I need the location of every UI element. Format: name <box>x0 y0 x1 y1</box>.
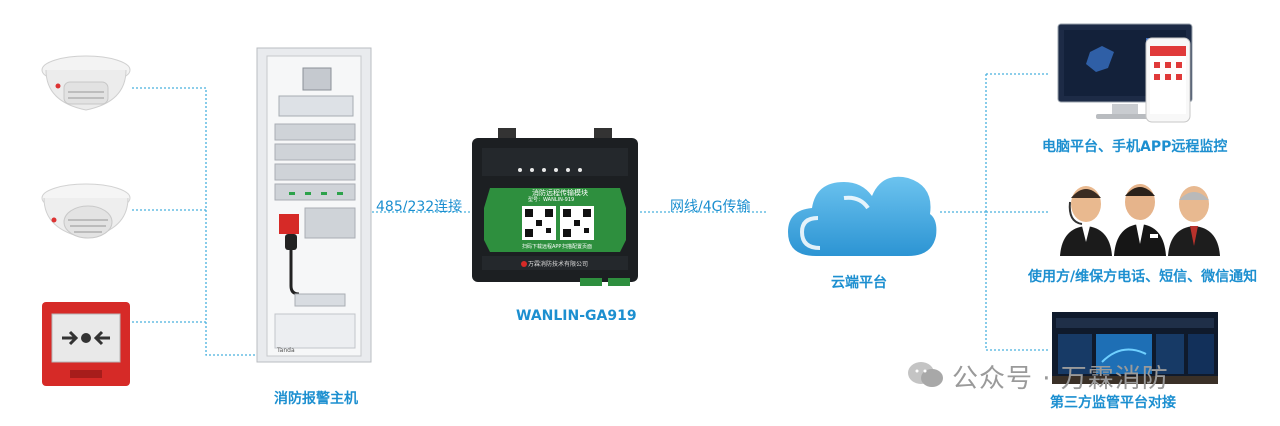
svg-text:Tanda: Tanda <box>276 347 295 354</box>
people-service-icon <box>1058 178 1220 258</box>
smoke-detector-icon <box>38 40 134 122</box>
third-party-platform-label: 第三方监管平台对接 <box>1050 395 1176 411</box>
pc-monitor-icon <box>1056 22 1222 126</box>
third-party-monitor-wall-icon <box>1052 312 1218 384</box>
fire-alarm-host-cabinet: Tanda <box>255 46 373 364</box>
device-company-text: 万霖消防技术有限公司 <box>528 261 589 268</box>
qr-left-caption: 扫码下载远程APP <box>522 244 562 250</box>
pc-app-monitor-label: 电脑平台、手机APP远程监控 <box>1042 139 1228 155</box>
transmission-device <box>468 128 642 290</box>
heat-detector-icon <box>38 172 134 256</box>
device-panel-title: 消防远程传输模块 <box>532 189 588 197</box>
wechat-icon <box>906 360 946 390</box>
device-model-label: WANLIN-GA919 <box>516 308 637 324</box>
alarm-host-label: 消防报警主机 <box>274 391 358 407</box>
wired-connection-label: 485/232连接 <box>376 199 463 215</box>
watermark-text: 公众号 · 万霖消防 <box>952 364 1169 394</box>
network-connection-label: 网线/4G传输 <box>670 199 751 215</box>
manual-alarm-button-icon <box>40 300 132 388</box>
notification-label: 使用方/维保方电话、短信、微信通知 <box>1028 269 1258 285</box>
qr-right-caption: 扫描配置页面 <box>562 244 593 250</box>
device-model-line: 型号：WANLIN-919 <box>528 197 575 203</box>
cloud-platform-label: 云端平台 <box>831 275 887 291</box>
cloud-icon <box>786 168 938 262</box>
